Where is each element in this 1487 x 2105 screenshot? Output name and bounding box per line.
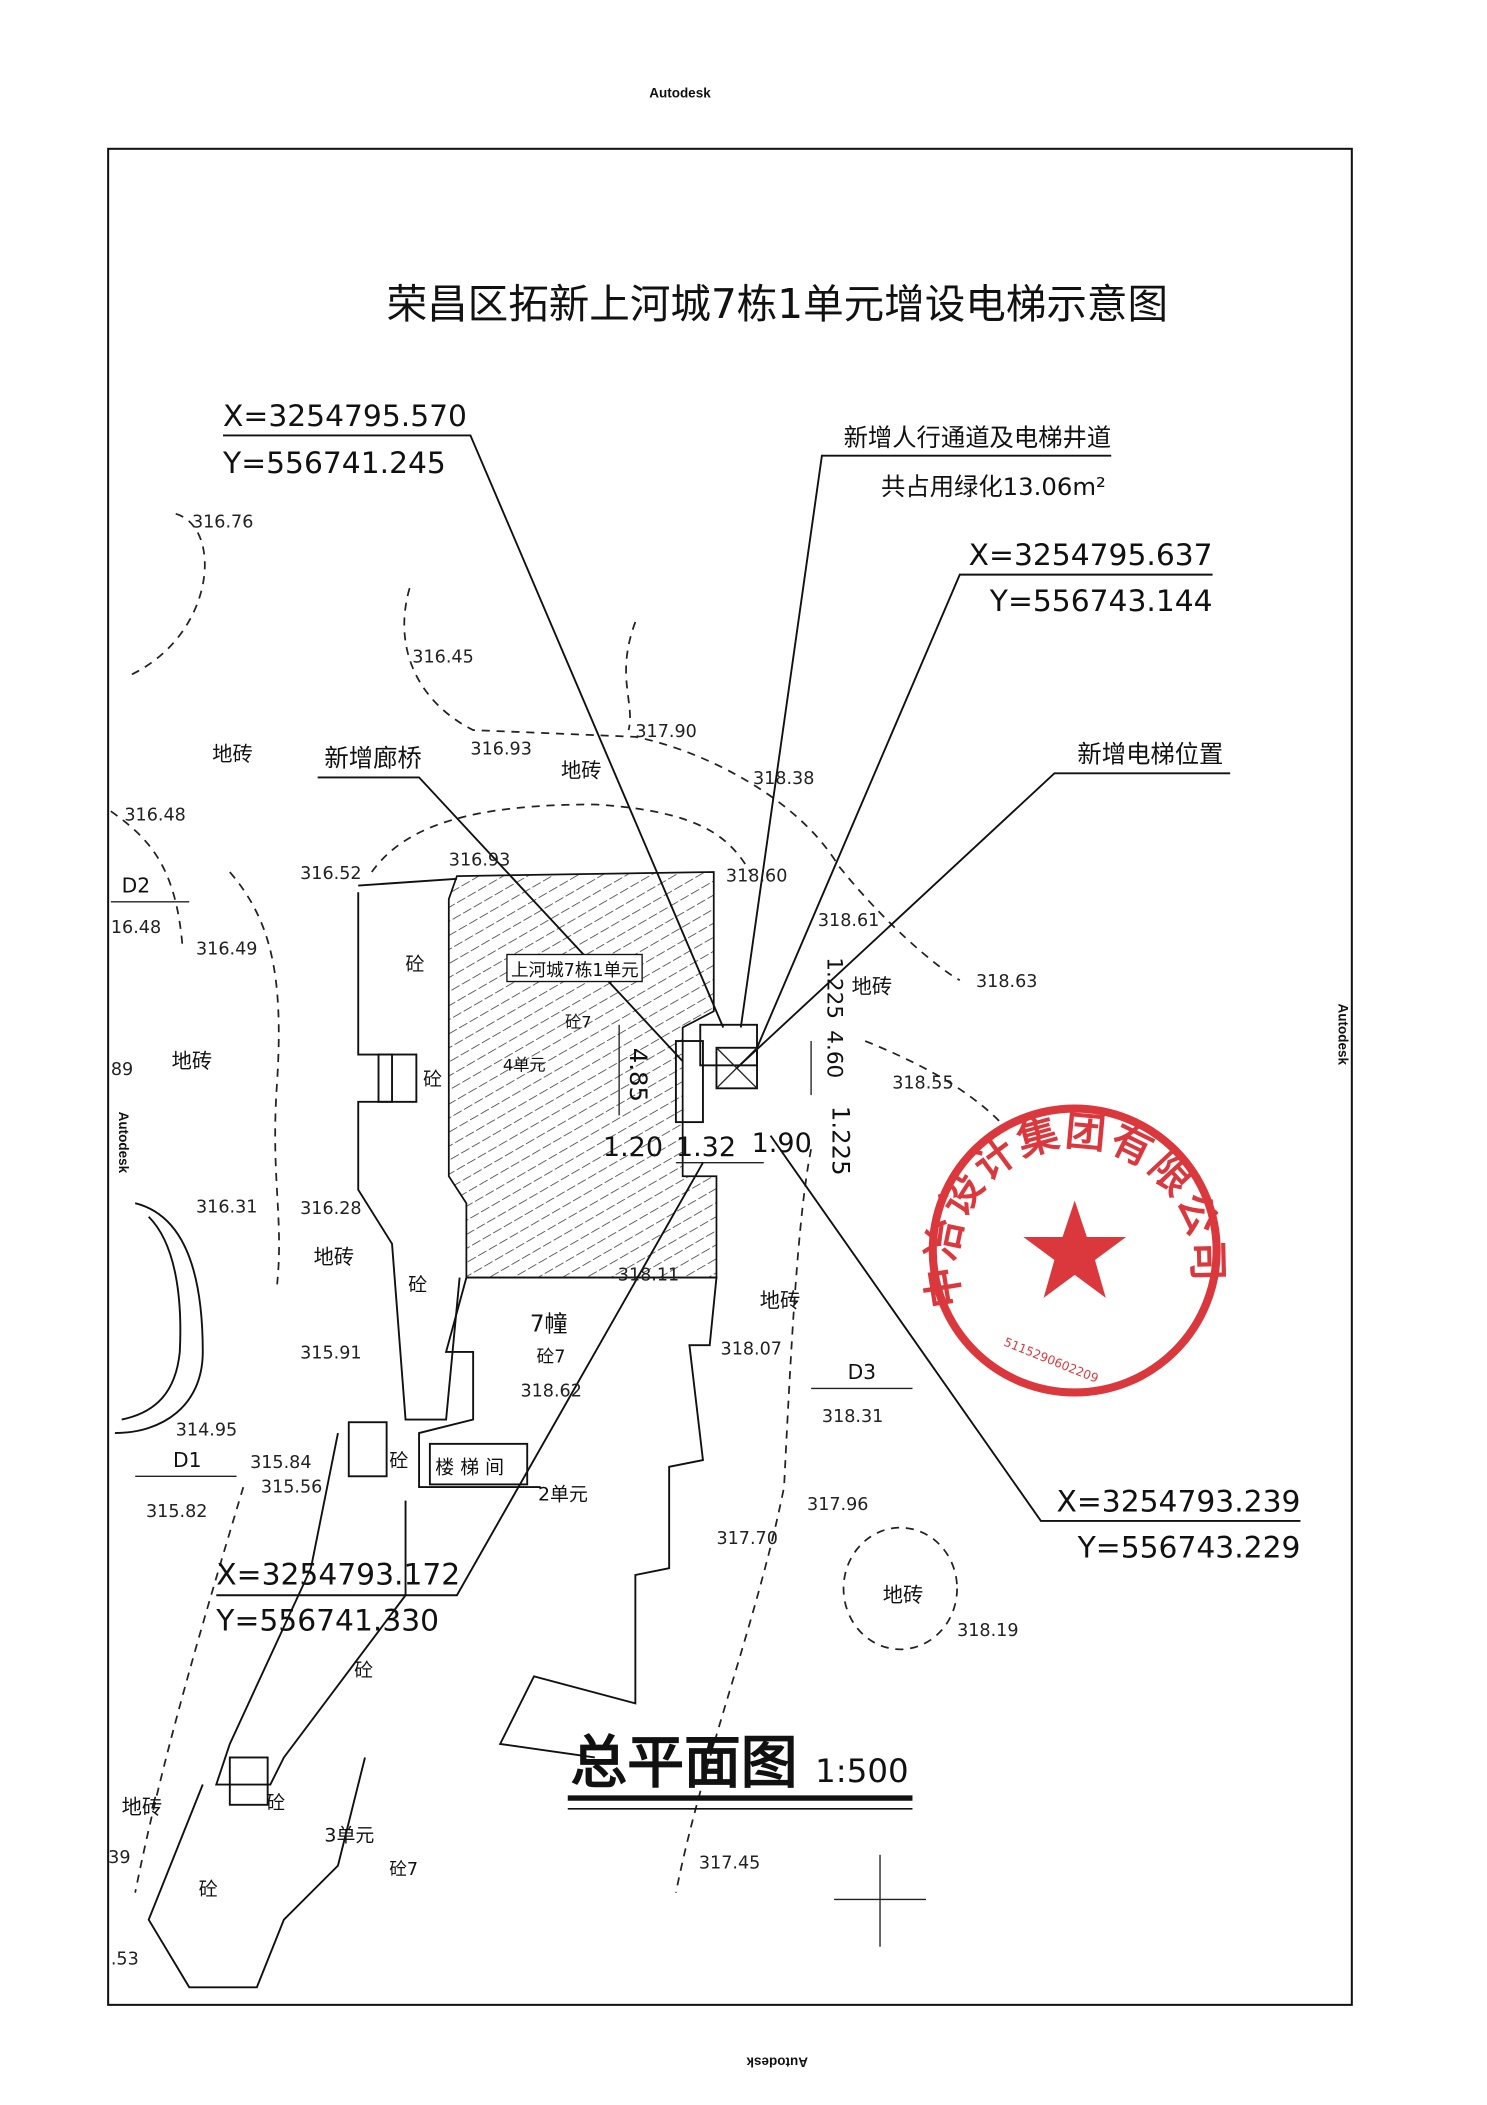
- tile-label: 地砖: [122, 1795, 163, 1819]
- north-cross-icon: [834, 1854, 926, 1947]
- concrete-label-6: 砼: [266, 1792, 285, 1814]
- tile-label: 地砖: [561, 758, 602, 782]
- tile-label: 地砖: [172, 1049, 213, 1073]
- tile-label: 地砖: [760, 1288, 801, 1312]
- concrete-label-2: 砼: [423, 1069, 442, 1091]
- elevation: 318.55: [892, 1073, 953, 1093]
- elevation: 317.45: [699, 1853, 760, 1873]
- elevation: 316.28: [300, 1199, 361, 1219]
- leader-lines: [216, 434, 1301, 1597]
- elevation: 318.38: [753, 769, 814, 789]
- passage-label: 新增人行通道及电梯井道: [844, 423, 1112, 452]
- elevation: 314.95: [176, 1421, 237, 1441]
- unit2-label: 2单元: [538, 1484, 588, 1506]
- elevation: 318.60: [726, 866, 787, 886]
- tile-label: 地砖: [883, 1583, 924, 1607]
- elevation: 39: [108, 1848, 130, 1868]
- dimension: 1.32: [676, 1132, 736, 1163]
- d3-label: D3: [848, 1360, 876, 1384]
- coord-se-y: Y=556743.229: [1077, 1530, 1301, 1565]
- elevation: 316.31: [196, 1198, 257, 1218]
- d1-label: D1: [173, 1448, 202, 1472]
- contour-lines: [110, 512, 1001, 1893]
- watermark-left: Autodesk: [116, 1112, 131, 1174]
- tile-label: 地砖: [852, 975, 893, 999]
- unit4-label: 4单元: [503, 1056, 546, 1075]
- drawing-title: 荣昌区拓新上河城7栋1单元增设电梯示意图: [387, 280, 1168, 328]
- elevation: 316.48: [124, 806, 185, 826]
- elevation: 316.52: [300, 864, 361, 884]
- stairwell-label: 楼 梯 间: [435, 1457, 504, 1479]
- coord-sw-y: Y=556741.330: [215, 1603, 439, 1638]
- dimension: 1.20: [603, 1132, 663, 1163]
- watermark-top: Autodesk: [649, 85, 711, 100]
- coord-nw-y: Y=556741.245: [222, 446, 446, 481]
- bldg7-label: 7幢: [530, 1312, 568, 1338]
- unit3-label: 3单元: [324, 1824, 374, 1846]
- dimension: 1.225: [821, 957, 846, 1019]
- tile-label: 地砖: [314, 1245, 355, 1269]
- dimension: 4.85: [624, 1048, 653, 1102]
- coord-ne-y: Y=556743.144: [989, 584, 1213, 619]
- elevation: 16.48: [111, 918, 161, 938]
- concrete7-label-2: 砼7: [389, 1860, 418, 1880]
- dimension: 1.225: [827, 1106, 856, 1176]
- elevation: 316.45: [412, 648, 473, 668]
- elevation: 318.62: [520, 1382, 581, 1402]
- elevation: 316.49: [196, 939, 257, 959]
- elevation-points: 316.76 316.45 316.93 317.90 318.38 316.4…: [108, 512, 1037, 1969]
- watermark-right: Autodesk: [1335, 1003, 1350, 1065]
- dimension: 4.60: [821, 1030, 846, 1078]
- elevation: 318.19: [957, 1621, 1018, 1641]
- elevation: 316.93: [470, 739, 531, 759]
- coord-nw-x: X=3254795.570: [223, 399, 467, 434]
- d2-label: D2: [122, 873, 150, 897]
- coord-se-x: X=3254793.239: [1057, 1484, 1301, 1519]
- elevation: 316.93: [449, 850, 510, 870]
- star-icon: [1023, 1200, 1127, 1298]
- elevation: 315.91: [300, 1344, 361, 1364]
- company-seal: 中冶设计集团有限公司 5115290602209: [916, 1104, 1229, 1397]
- concrete7-label: 砼7: [537, 1348, 566, 1368]
- elevation: 317.90: [635, 722, 696, 742]
- elevation: 318.07: [721, 1340, 782, 1360]
- dimension-labels: 4.85 1.20 1.32 1.90 1.225 4.60 1.225: [603, 957, 856, 1175]
- concrete-label-7: 砼: [199, 1878, 218, 1900]
- elevation: 315.56: [261, 1478, 322, 1498]
- coord-ne-x: X=3254795.637: [969, 538, 1213, 573]
- coord-sw-x: X=3254793.172: [216, 1557, 460, 1592]
- elevation: 318.31: [822, 1407, 883, 1427]
- plan-title: 总平面图: [570, 1730, 797, 1796]
- watermark-bottom: Autodesk: [746, 2055, 808, 2070]
- concrete-label-4: 砼: [389, 1450, 408, 1472]
- elevator-position-label: 新增电梯位置: [1077, 740, 1223, 769]
- elevation: 316.76: [192, 512, 253, 532]
- concrete-label: 砼: [406, 954, 425, 976]
- elevation: .53: [111, 1949, 139, 1969]
- concrete-label-5: 砼: [354, 1659, 373, 1681]
- bridge-label: 新增廊桥: [324, 744, 421, 773]
- tile-label: 地砖: [212, 742, 253, 766]
- plan-scale: 1:500: [815, 1752, 908, 1790]
- drawing-frame: [107, 147, 1353, 2006]
- elevation: 89: [111, 1060, 133, 1080]
- map-labels: 上河城7栋1单元 4单元 2单元 3单元 7幢 砼7 砼7 砼7 砼 砼 砼 砼…: [110, 742, 924, 1900]
- dimension: 1.90: [752, 1128, 812, 1159]
- elevation: 315.82: [146, 1502, 207, 1522]
- concrete-label-3: 砼: [408, 1274, 427, 1296]
- elevation: 318.63: [976, 972, 1037, 992]
- elevation: 315.84: [250, 1453, 311, 1473]
- concrete7-label-3: 砼7: [565, 1012, 592, 1031]
- elevation: 317.70: [716, 1529, 777, 1549]
- elevation: 318.11: [618, 1265, 679, 1285]
- elevation: 318.61: [818, 911, 879, 931]
- building-unit-label: 上河城7栋1单元: [511, 961, 639, 981]
- greenery-area-label: 共占用绿化13.06m²: [881, 472, 1106, 501]
- elevation: 317.96: [807, 1495, 868, 1515]
